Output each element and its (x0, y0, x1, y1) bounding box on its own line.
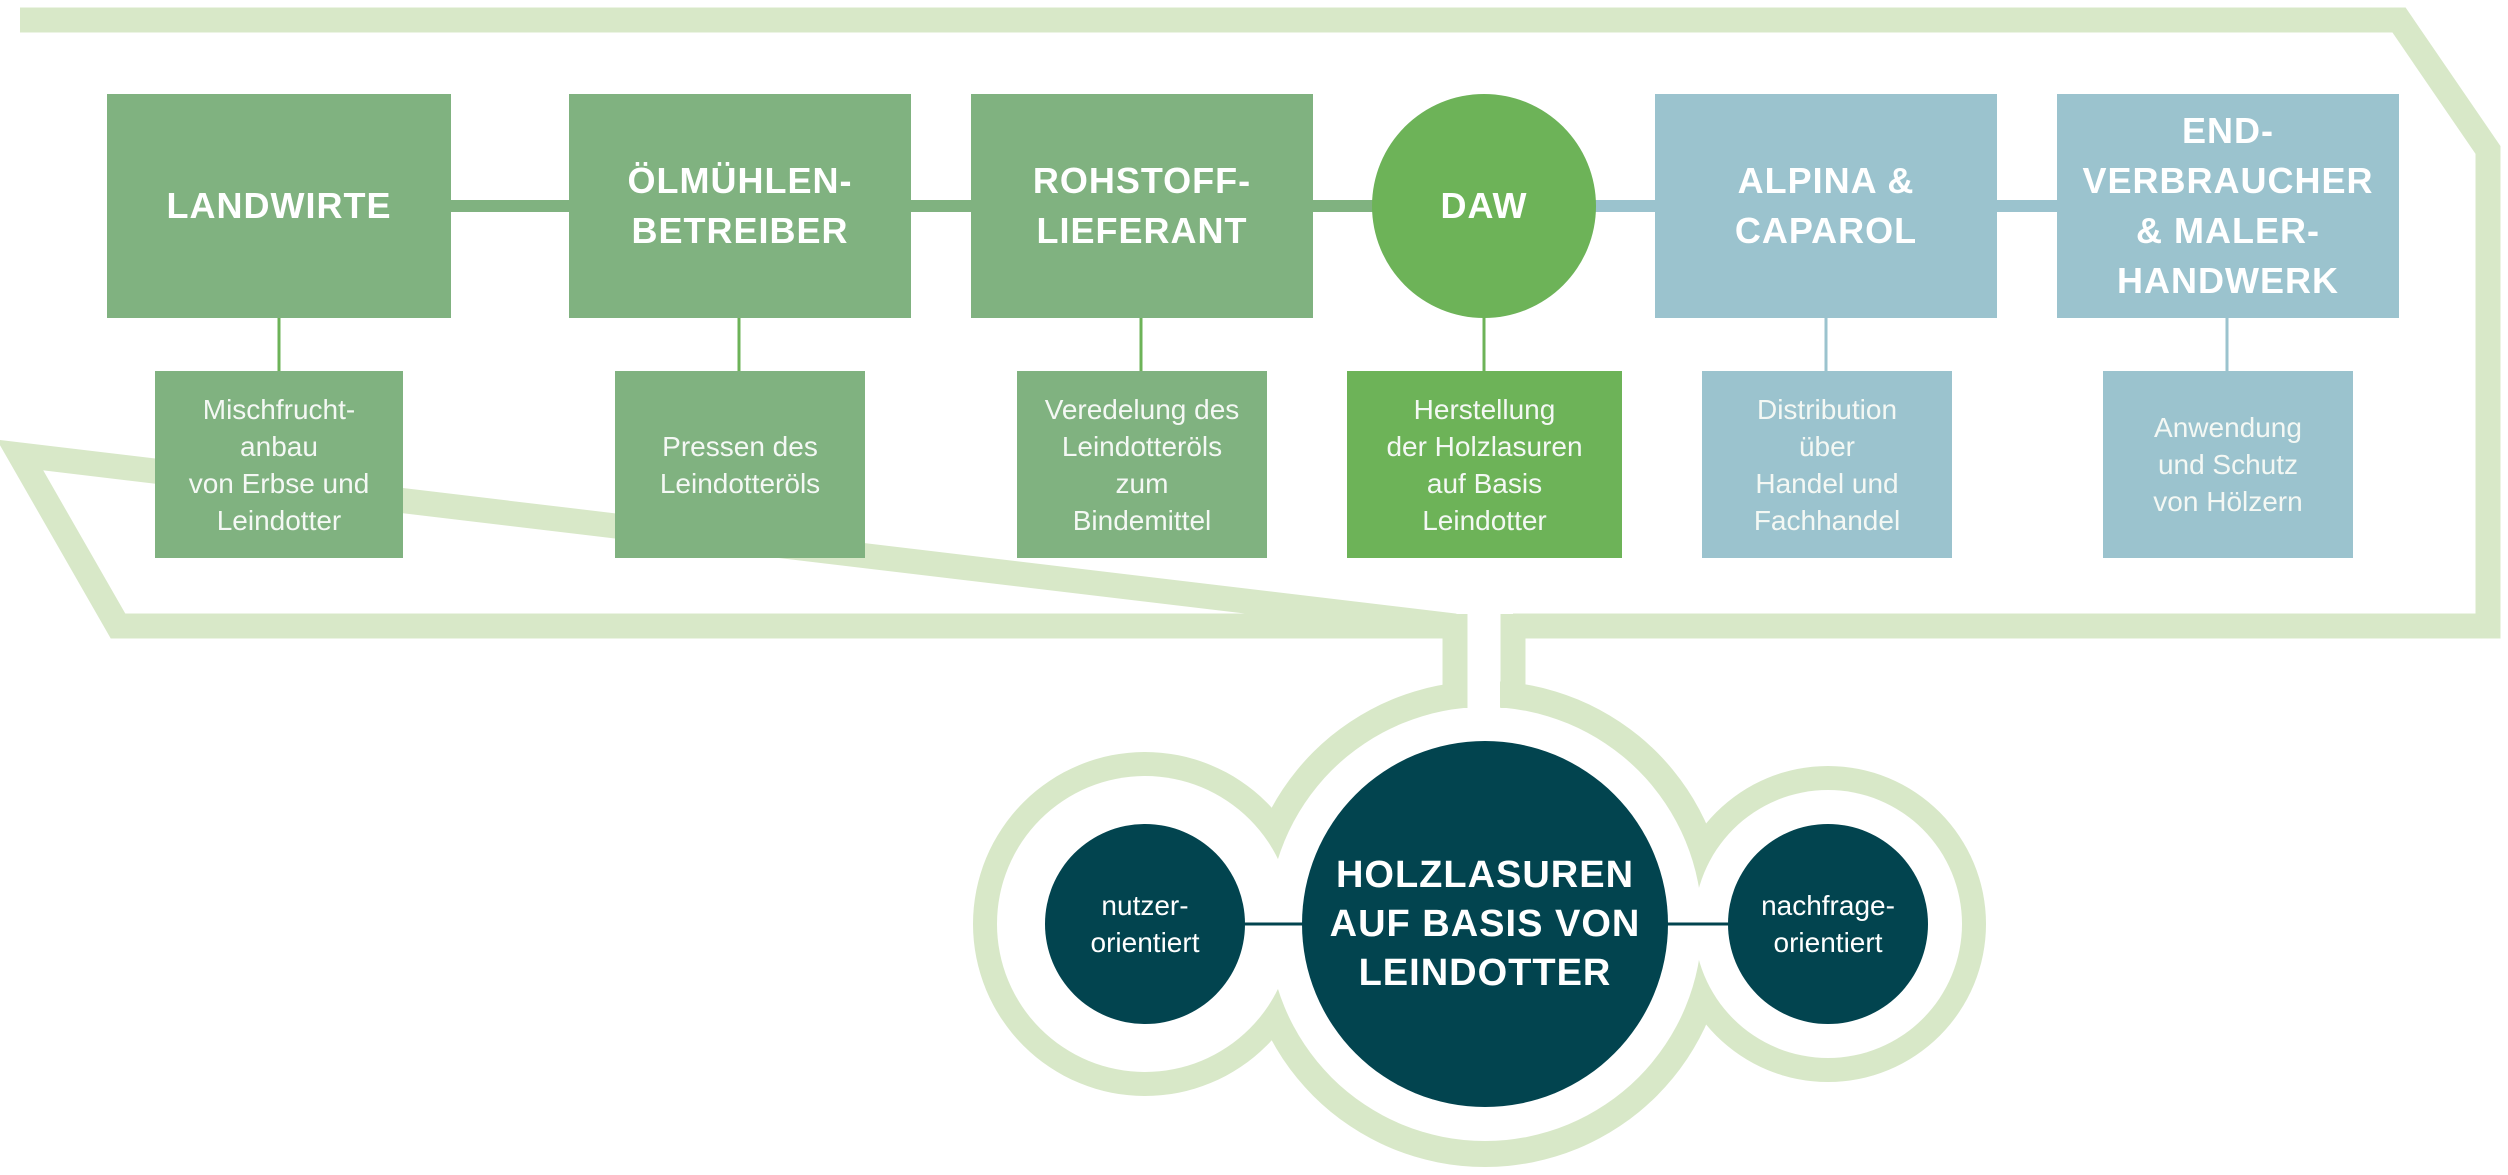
product-side-line: nutzer- (1101, 890, 1189, 921)
product-side-line: orientiert (1773, 927, 1883, 958)
connector-1-2 (451, 200, 569, 212)
product-center-line: LEINDOTTER (1358, 951, 1612, 994)
detail-line: Leindotteröls (659, 467, 821, 499)
detail-oelmuehlen: Pressen des Leindotteröls (615, 371, 865, 558)
connector-5-6 (1997, 200, 2057, 212)
stage-title-line: ALPINA & (1737, 160, 1915, 201)
stage-title-line: ROHSTOFF- (1032, 160, 1252, 201)
stage-title-line: & MALER- (2136, 210, 2320, 251)
stage-daw: DAW (1372, 94, 1596, 318)
detail-line: Veredelung des (1044, 393, 1240, 425)
detail-line: von Hölzern (2153, 486, 2303, 517)
detail-line: Leindotter (1422, 504, 1547, 536)
detail-alpina: Distribution über Handel und Fachhandel (1702, 371, 1952, 558)
stage-title-line: LANDWIRTE (166, 185, 392, 226)
stage-title-line: DAW (1440, 185, 1528, 226)
detail-endverbraucher: Anwendung und Schutz von Hölzern (2103, 371, 2353, 558)
detail-line: Leindotter (216, 504, 342, 536)
detail-line: Fachhandel (1753, 504, 1901, 536)
detail-line: von Erbse und (188, 467, 370, 499)
product-side-line: nachfrage- (1761, 890, 1895, 921)
stage-rohstoff: ROHSTOFF- LIEFERANT (971, 94, 1313, 318)
connector-4-5 (1590, 200, 1656, 212)
stage-title-line: END- (2182, 110, 2274, 151)
product-user-oriented: nutzer- orientiert (1045, 824, 1245, 1024)
product-demand-oriented: nachfrage- orientiert (1728, 824, 1928, 1024)
detail-line: Distribution (1756, 393, 1898, 425)
connector-3-4 (1313, 200, 1383, 212)
detail-daw: Herstellung der Holzlasuren auf Basis Le… (1347, 371, 1622, 558)
detail-line: der Holzlasuren (1386, 430, 1583, 462)
stage-title-line: BETREIBER (631, 210, 849, 251)
stage-title-line: CAPAROL (1734, 210, 1918, 251)
product-center-line: HOLZLASUREN (1335, 853, 1635, 896)
stage-oelmuehlen: ÖLMÜHLEN- BETREIBER (569, 94, 911, 318)
stage-title-line: LIEFERANT (1036, 210, 1248, 251)
detail-line: über (1798, 430, 1856, 462)
stage-title-line: VERBRAUCHER (2082, 160, 2374, 201)
detail-line: Anwendung (2154, 412, 2302, 443)
detail-line: Handel und (1755, 467, 1899, 499)
detail-rohstoff: Veredelung des Leindotteröls zum Bindemi… (1017, 371, 1267, 558)
detail-line: Pressen des (662, 430, 818, 462)
stage-alpina: ALPINA & CAPAROL (1655, 94, 1997, 318)
detail-line: Mischfrucht- (202, 393, 356, 425)
stage-endverbraucher: END- VERBRAUCHER & MALER- HANDWERK (2057, 94, 2399, 318)
detail-line: auf Basis (1426, 467, 1543, 499)
product-center: HOLZLASUREN AUF BASIS VON LEINDOTTER (1302, 741, 1668, 1107)
detail-line: anbau (240, 430, 318, 462)
detail-line: Herstellung (1413, 393, 1556, 425)
detail-line: Leindotteröls (1061, 430, 1223, 462)
detail-line: und Schutz (2157, 449, 2299, 480)
detail-line: zum (1115, 467, 1169, 499)
stage-title-line: ÖLMÜHLEN- (627, 160, 853, 201)
detail-line: Bindemittel (1072, 504, 1212, 536)
product-side-line: orientiert (1090, 927, 1200, 958)
connector-2-3 (911, 200, 971, 212)
detail-landwirte: Mischfrucht- anbau von Erbse und Leindot… (155, 371, 403, 558)
stage-landwirte: LANDWIRTE (107, 94, 451, 318)
stage-title-line: HANDWERK (2117, 260, 2339, 301)
product-center-line: AUF BASIS VON (1329, 902, 1641, 945)
